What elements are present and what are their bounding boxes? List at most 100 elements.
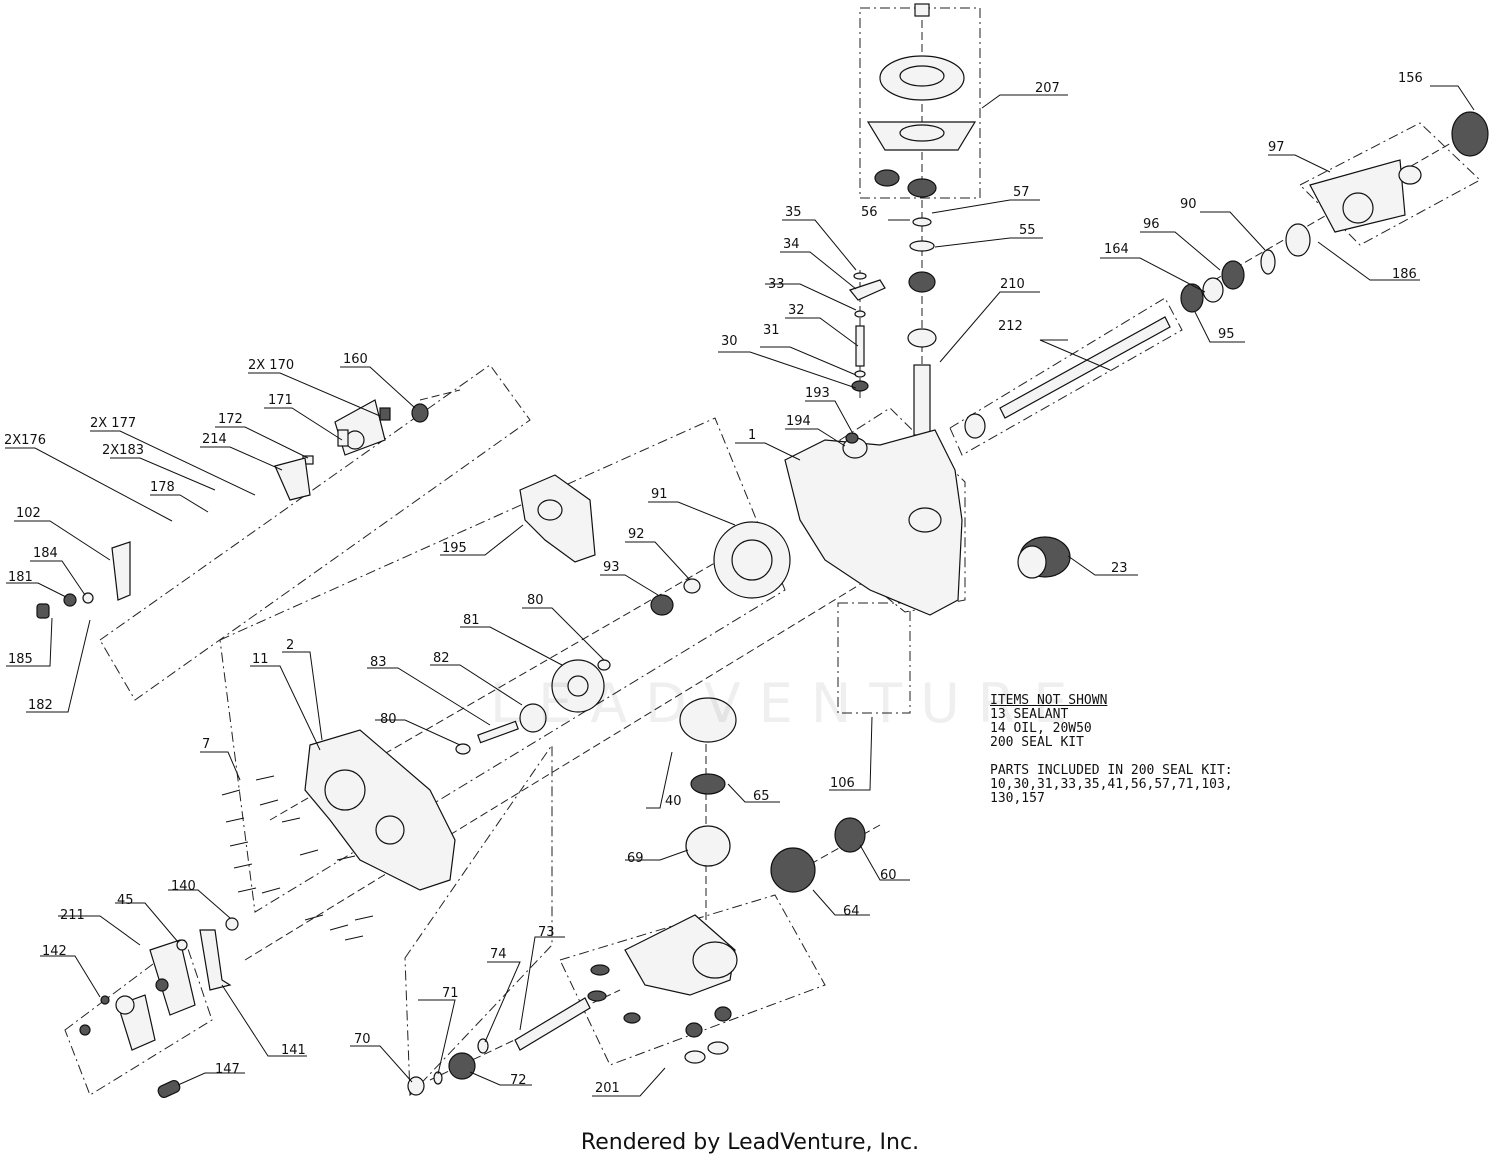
group-outline-211 [64,939,213,1096]
callout-11: 11 [252,652,269,667]
callout-31: 31 [763,323,780,338]
motor-block [770,847,816,893]
callout-7: 7 [202,737,210,752]
brake-arm [274,457,311,501]
callout-71: 71 [442,986,459,1001]
callout-69: 69 [627,851,644,866]
callout-141: 141 [281,1043,306,1058]
callout-214: 214 [202,432,227,447]
callout-211: 211 [60,908,85,923]
callout-80-lower: 80 [380,712,397,727]
callout-93: 93 [603,560,620,575]
callout-142: 142 [42,944,67,959]
callout-35: 35 [785,205,802,220]
callout-210: 210 [1000,277,1025,292]
center-section [679,697,737,743]
callout-32: 32 [788,303,805,318]
callout-172: 172 [218,412,243,427]
fan-hub [874,169,900,187]
callout-178: 178 [150,480,175,495]
callout-160: 160 [343,352,368,367]
group-outline-201 [559,894,826,1066]
control-shaft [855,325,865,367]
callout-92: 92 [628,527,645,542]
seal-kit-line: 10,30,31,33,35,41,56,57,71,103, [990,777,1233,792]
part-shapes [36,3,1489,1099]
callout-64: 64 [843,904,860,919]
callout-1: 1 [748,428,756,443]
bypass-plate [149,939,196,1016]
hub-bearing [1451,111,1489,157]
gear-shaft [477,720,519,744]
bypass-bracket [199,929,232,991]
leader-lines [5,85,1475,1097]
callout-83: 83 [370,655,387,670]
callout-95: 95 [1218,327,1235,342]
callout-164: 164 [1104,242,1129,257]
seal-kit-line: 130,157 [990,791,1045,806]
group-outline-left-upper [99,364,531,701]
callout-65: 65 [753,789,770,804]
callout-207: 207 [1035,81,1060,96]
callout-201: 201 [595,1081,620,1096]
spring-147 [157,1079,181,1099]
callout-182: 182 [28,698,53,713]
callout-82: 82 [433,651,450,666]
side-cover [304,729,456,891]
main-housing [784,429,963,616]
callout-30: 30 [721,334,738,349]
callout-57: 57 [1013,185,1030,200]
nut [914,3,930,17]
callout-193: 193 [805,386,830,401]
control-arm [848,279,886,301]
seal-kit-header: PARTS INCLUDED IN 200 SEAL KIT: [990,763,1233,778]
callout-212: 212 [998,319,1023,334]
callout-70: 70 [354,1032,371,1047]
callout-2: 2 [286,638,294,653]
group-outlines [64,7,1481,1097]
callout-102: 102 [16,506,41,521]
callout-60: 60 [880,868,897,883]
callout-2x170: 2X 170 [248,358,294,373]
callout-181: 181 [8,570,33,585]
callout-72: 72 [510,1073,527,1088]
callout-34: 34 [783,237,800,252]
callout-labels: 207 156 97 57 56 55 90 96 186 164 95 35 … [4,71,1423,1096]
group-outline-106 [837,602,911,714]
callout-186: 186 [1392,267,1417,282]
note-item: 200 SEAL KIT [990,735,1084,750]
callout-80-upper: 80 [527,593,544,608]
callout-140: 140 [171,879,196,894]
cover-bolts [221,775,374,941]
callout-73: 73 [538,925,555,940]
callout-2x183: 2X183 [102,443,144,458]
watermark: LEADVENTURE [490,672,1086,735]
callout-90: 90 [1180,197,1197,212]
note-item: 14 OIL, 20W50 [990,721,1092,736]
callout-40: 40 [665,794,682,809]
callout-56: 56 [861,205,878,220]
callout-23: 23 [1111,561,1128,576]
cylinder-block [685,825,731,867]
note-item: 13 SEALANT [990,707,1069,722]
callout-55: 55 [1019,223,1036,238]
notes-block: ITEMS NOT SHOWN 13 SEALANT 14 OIL, 20W50… [990,694,1233,806]
items-not-shown-header: ITEMS NOT SHOWN [990,693,1108,708]
axle-shaft [999,316,1171,419]
callout-147: 147 [215,1062,240,1077]
callout-195: 195 [442,541,467,556]
callout-184: 184 [33,546,58,561]
callout-81: 81 [463,613,480,628]
callout-171: 171 [268,393,293,408]
callout-2x177: 2X 177 [90,416,136,431]
callout-33: 33 [768,277,785,292]
callout-156: 156 [1398,71,1423,86]
callout-2x176: 2X176 [4,433,46,448]
input-shaft [913,364,931,436]
group-outline-207 [859,7,981,199]
callout-96: 96 [1143,217,1160,232]
callout-91: 91 [651,487,668,502]
bracket-102 [111,541,131,601]
group-outline-212 [949,297,1183,456]
